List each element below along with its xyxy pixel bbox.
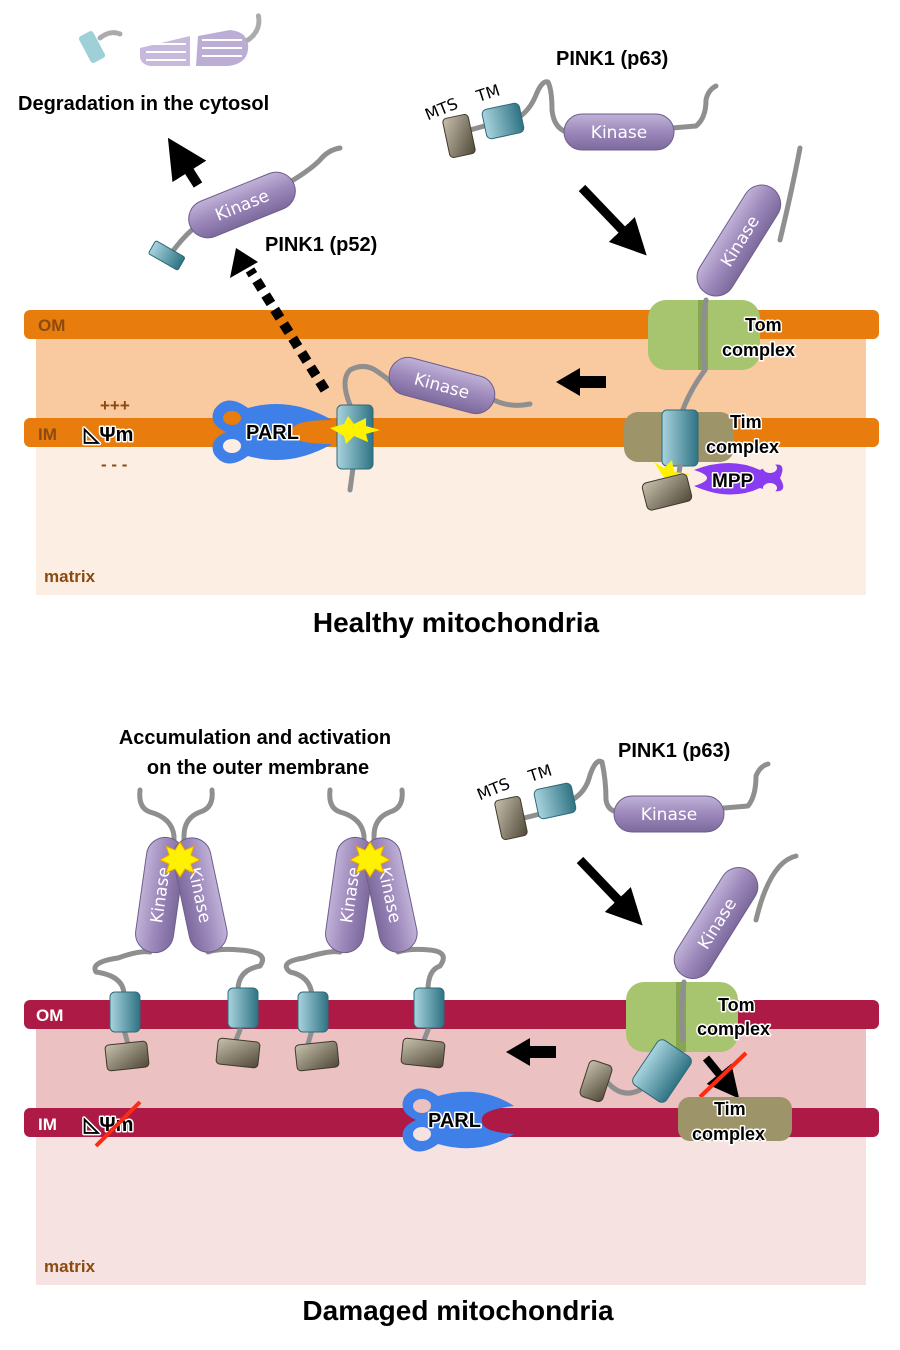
- mpp-cleavage-spark-icon: [654, 460, 690, 490]
- activation-spark-icon: [158, 841, 202, 878]
- import-arrow-icon: [576, 856, 643, 926]
- parl-label: PARL: [246, 422, 299, 444]
- release-dotted-arrow-icon: [245, 267, 330, 393]
- healthy-matrix: [36, 440, 866, 595]
- kinase-label: Kinase: [641, 805, 697, 825]
- parl-scissors-icon: [212, 400, 332, 464]
- accumulation-label-1: Accumulation and activation: [119, 727, 391, 749]
- lateral-arrow-icon: [506, 1038, 556, 1066]
- accumulation-label-2: on the outer membrane: [147, 757, 369, 779]
- activation-spark-icon: [348, 841, 392, 878]
- minus-charges: - - -: [101, 455, 127, 474]
- tm-label: TM: [525, 760, 554, 786]
- parl-label: PARL: [428, 1110, 481, 1132]
- blocked-slash-icon: [698, 1051, 748, 1099]
- parl-cleavage-spark-icon: [330, 416, 380, 444]
- tom-label-2: complex: [722, 340, 795, 360]
- tim-label-2: complex: [692, 1124, 765, 1144]
- membrane-potential-label: ◺Ψm: [83, 424, 133, 446]
- om-anchored-domains: [104, 987, 446, 1072]
- pink1-dimer-2: Kinase Kinase: [283, 787, 446, 998]
- healthy-title: Healthy mitochondria: [313, 607, 600, 638]
- damaged-om-label: OM: [36, 1006, 63, 1025]
- damaged-panel: OM IM matrix ◺Ψm Accumulation and activa…: [24, 727, 879, 1326]
- mpp-scissors-icon: [694, 463, 784, 495]
- pink1-p63-label: PINK1 (p63): [618, 740, 730, 762]
- healthy-matrix-label: matrix: [44, 567, 96, 586]
- tim-label-2: complex: [706, 437, 779, 457]
- release-arrowhead-icon: [230, 248, 258, 278]
- tm-domain-in-im: [336, 404, 374, 470]
- tom-label-2: complex: [697, 1019, 770, 1039]
- damaged-matrix-label: matrix: [44, 1257, 96, 1276]
- parl-scissors-icon: [402, 1088, 514, 1152]
- degraded-fragments-icon: [78, 11, 262, 66]
- import-arrow-icon: [578, 184, 647, 256]
- kinase-label: Kinase: [591, 123, 647, 143]
- healthy-panel: OM IM matrix +++ - - - ◺Ψm Degradation i…: [18, 11, 879, 638]
- pink1-dimer-1: Kinase Kinase: [92, 787, 265, 998]
- imported-kinase: Kinase: [673, 867, 759, 979]
- tm-domain-in-tim: [661, 409, 699, 467]
- pink1-p63-label: PINK1 (p63): [556, 48, 668, 70]
- lateral-release-arrow-icon: [556, 368, 606, 396]
- degradation-label: Degradation in the cytosol: [18, 93, 269, 115]
- pink1-in-im-kinase: Kinase: [388, 356, 496, 415]
- tim-label-1: Tim: [730, 412, 762, 432]
- plus-charges: +++: [100, 396, 130, 415]
- pink1-p63-protein: Kinase MTS TM: [422, 79, 719, 159]
- tom-label-1: Tom: [718, 995, 755, 1015]
- pink1-p63-protein: Kinase MTS TM: [474, 758, 771, 841]
- tim-label-1: Tim: [714, 1099, 746, 1119]
- potential-lost-slash-icon: [94, 1100, 142, 1148]
- tom-label-1: Tom: [745, 315, 782, 335]
- damaged-matrix: [36, 1130, 866, 1285]
- tim-complex: [678, 1097, 792, 1141]
- mts-domain-cleaved: [641, 473, 693, 511]
- damaged-im-label: IM: [38, 1115, 57, 1134]
- stalled-tm-domain: [632, 1039, 692, 1103]
- imported-kinase: Kinase: [696, 184, 782, 297]
- stalled-mts-domain: [579, 1060, 613, 1102]
- damaged-title: Damaged mitochondria: [302, 1295, 614, 1326]
- tm-label: TM: [473, 80, 502, 106]
- pink1-p52-label: PINK1 (p52): [265, 234, 377, 256]
- healthy-im-label: IM: [38, 425, 57, 444]
- healthy-om-label: OM: [38, 316, 65, 335]
- degradation-arrow-icon: [167, 137, 207, 188]
- mpp-label: MPP: [712, 471, 754, 492]
